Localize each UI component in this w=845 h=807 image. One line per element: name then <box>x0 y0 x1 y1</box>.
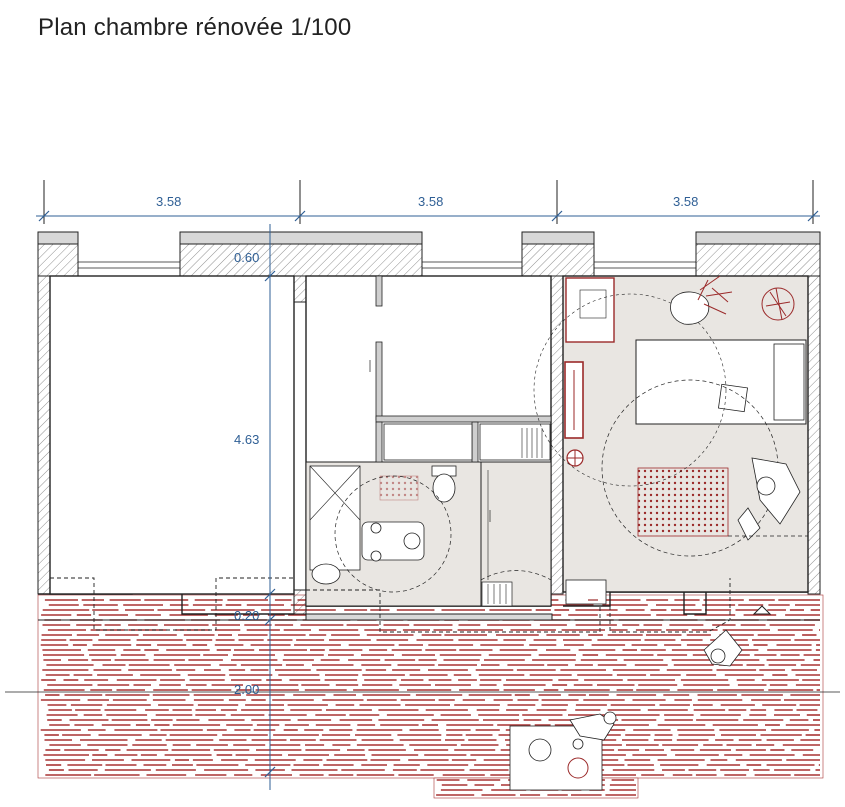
room-1 <box>49 275 295 595</box>
terrace <box>37 594 824 799</box>
dimension-chain-top: 3.58 3.58 3.58 <box>36 180 820 224</box>
dimension-label-room-depth: 4.63 <box>234 432 259 447</box>
room-2 <box>305 275 601 633</box>
dimension-label-facade-depth: 0.20 <box>234 608 259 623</box>
room-3 <box>533 275 809 633</box>
dimension-label-width-1: 3.58 <box>156 194 181 209</box>
dimension-chain-vertical: 0.60 4.63 0.20 2.00 <box>234 224 276 790</box>
page-title: Plan chambre rénovée 1/100 <box>38 14 352 41</box>
dimension-label-terrace-depth: 2.00 <box>234 682 259 697</box>
dimension-label-width-2: 3.58 <box>418 194 443 209</box>
room-1-dashed-outline <box>50 302 295 631</box>
dimension-label-width-3: 3.58 <box>673 194 698 209</box>
terrace-furniture <box>509 629 743 791</box>
dimension-label-wall-depth: 0.60 <box>234 250 259 265</box>
